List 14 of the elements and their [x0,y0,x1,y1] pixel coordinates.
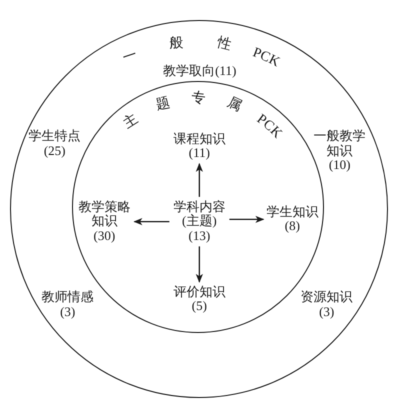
category-label: 资源知识(3) [300,290,353,320]
category-label: 一般教学知识(10) [312,129,367,173]
knowledge-label: 评价知识(5) [173,284,226,314]
arrow [133,218,170,226]
knowledge-label: 教学策略知识(30) [77,200,132,244]
arrow [196,162,203,197]
category-label: 教师情感(3) [42,290,94,320]
arrow [196,246,203,283]
arrow [229,216,264,223]
outer-circle [10,20,388,398]
knowledge-label: 课程知识(11) [173,132,226,161]
knowledge-label: 学生知识(8) [266,204,318,234]
topic-label: 学科内容(主题)(13) [172,200,226,244]
category-label: 学生特点(25) [28,129,81,158]
